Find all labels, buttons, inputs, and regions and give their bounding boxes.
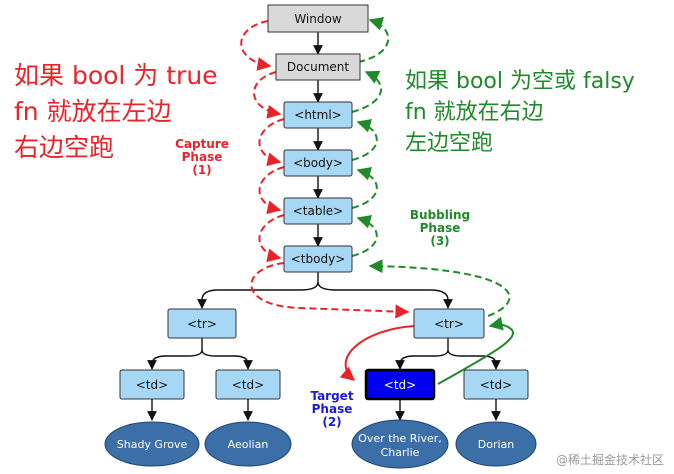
node-td-target-label: <td> — [384, 378, 416, 392]
node-td-1-label: <td> — [136, 378, 168, 392]
node-body: <body> — [283, 149, 353, 177]
capture-phase-line2: Phase — [181, 150, 223, 164]
bubbling-phase-line2: Phase — [419, 221, 461, 235]
node-table: <table> — [283, 197, 353, 225]
bubbling-phase-label: Bubbling Phase (3) — [402, 209, 478, 248]
node-td-4: <td> — [463, 369, 529, 400]
node-tr-right: <tr> — [413, 308, 485, 339]
node-document: Document — [275, 53, 361, 81]
node-tr-right-label: <tr> — [434, 317, 464, 331]
capture-note-line2: fn 就放在左边 — [14, 97, 172, 126]
leaf-over-the-river: Over the River, Charlie — [351, 419, 449, 469]
node-window: Window — [267, 4, 369, 33]
bubbling-note-line2: fn 就放在右边 — [405, 100, 544, 125]
leaf-aeolian: Aeolian — [204, 421, 292, 467]
node-window-label: Window — [294, 12, 342, 26]
node-tr-left: <tr> — [167, 308, 237, 339]
capture-phase-label: Capture Phase (1) — [172, 138, 232, 177]
node-td-1: <td> — [119, 369, 185, 400]
node-td-target: <td> — [364, 368, 436, 401]
leaf-dorian: Dorian — [455, 421, 537, 467]
bubbling-phase-line1: Bubbling — [409, 208, 471, 222]
node-html-label: <html> — [294, 108, 341, 122]
bubbling-phase-line3: (3) — [430, 234, 450, 248]
capture-phase-line3: (1) — [192, 163, 212, 177]
leaf-aeolian-label: Aeolian — [228, 438, 269, 451]
target-phase-arrow — [339, 325, 415, 381]
node-td-2-label: <td> — [232, 378, 264, 392]
target-phase-line2: Phase — [311, 402, 353, 416]
node-table-label: <table> — [293, 204, 344, 218]
capture-note: 如果 bool 为 true fn 就放在左边 右边空跑 — [14, 58, 218, 166]
capture-note-line3: 右边空跑 — [14, 133, 115, 162]
bubbling-note: 如果 bool 为空或 falsy fn 就放在右边 左边空跑 — [405, 66, 635, 159]
capture-note-line1: 如果 bool 为 true — [14, 61, 218, 90]
leaf-over-the-river-line1: Over the River, — [358, 432, 442, 445]
capture-phase-arrows — [240, 20, 410, 319]
target-phase-line3: (2) — [322, 415, 342, 429]
leaf-dorian-label: Dorian — [478, 438, 515, 451]
node-body-label: <body> — [293, 156, 343, 170]
node-tbody-label: <tbody> — [291, 252, 346, 266]
capture-phase-line1: Capture — [175, 137, 229, 151]
leaf-over-the-river-line2: Charlie — [381, 446, 420, 459]
node-td-4-label: <td> — [480, 378, 512, 392]
bubbling-phase-arrows — [351, 17, 511, 317]
target-to-tr-arrow — [437, 316, 515, 385]
tree-connectors — [147, 32, 501, 421]
node-document-label: Document — [287, 60, 349, 74]
bubbling-note-line1: 如果 bool 为空或 falsy — [405, 69, 635, 94]
watermark: @稀土掘金技术社区 — [555, 453, 664, 467]
node-tbody: <tbody> — [283, 245, 353, 273]
node-td-2: <td> — [215, 369, 281, 400]
bubbling-note-line3: 左边空跑 — [405, 131, 494, 156]
leaf-shady-grove: Shady Grove — [104, 421, 200, 467]
target-phase-line1: Target — [310, 389, 354, 403]
node-tr-left-label: <tr> — [187, 317, 217, 331]
leaf-shady-grove-label: Shady Grove — [117, 438, 188, 451]
node-html: <html> — [283, 101, 353, 129]
target-phase-label: Target Phase (2) — [302, 390, 362, 429]
